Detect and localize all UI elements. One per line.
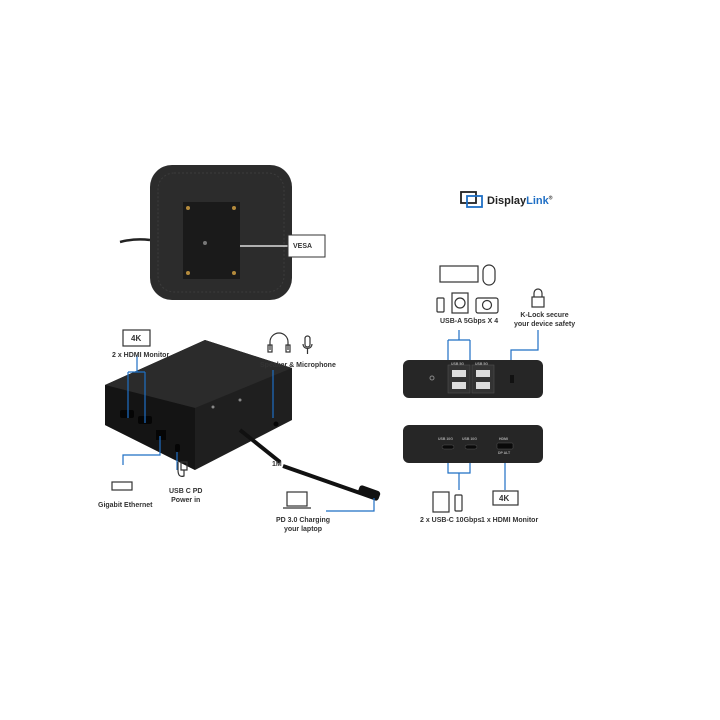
lock-label-line: K-Lock secure — [520, 312, 569, 319]
lock-label: K-Lock secure your device safety — [514, 311, 575, 329]
microphone-icon — [304, 335, 311, 348]
headphones-icon — [269, 332, 289, 350]
hdmi-port-label: HDMI — [499, 437, 508, 441]
cable-length: 1M — [272, 461, 282, 468]
logo-text: Link — [526, 195, 549, 207]
monitor-4k-icon — [122, 329, 151, 347]
cable — [119, 238, 151, 244]
displaylink-logo-icon — [460, 191, 483, 208]
usb-stick-icon — [454, 494, 463, 512]
power-label-line: USB C PD — [169, 488, 203, 495]
ethernet-port-icon — [111, 481, 133, 491]
ethernet-label: Gigabit Ethernet — [98, 502, 153, 509]
hard-drive-icon — [451, 292, 469, 314]
vesa-plate — [183, 202, 240, 279]
hdmi-label: 2 x HDMI Monitor — [112, 352, 170, 359]
usb-c-port-label: USB 10G — [462, 437, 477, 441]
badge-4k: 4K — [499, 494, 510, 503]
vesa-label-box — [287, 234, 326, 258]
logo-mark: ® — [548, 195, 553, 202]
dock-back-view — [403, 425, 543, 463]
charging-label-line: PD 3.0 Charging — [276, 517, 331, 524]
power-adapter-icon — [177, 461, 188, 477]
logo-text: Display — [487, 195, 527, 207]
usb-c-port-label: USB 10G — [438, 437, 453, 441]
badge-4k: 4K — [131, 334, 142, 343]
power-label: USB C PD Power in — [169, 487, 202, 505]
audio-label: Speaker & Microphone — [260, 362, 336, 369]
laptop-icon — [286, 491, 308, 507]
camera-icon — [475, 297, 499, 314]
monitor-4k-icon — [492, 490, 519, 506]
usb-stick-icon — [436, 297, 445, 313]
lock-icon — [531, 296, 545, 308]
usb-a-port-label: USB 5G — [475, 362, 489, 366]
keyboard-icon — [439, 265, 479, 283]
usb-a-port-label: USB 5G — [451, 362, 465, 366]
lock-label-line: your device safety — [514, 321, 576, 328]
usb-a-label: USB-A 5Gbps X 4 — [440, 318, 499, 325]
power-label-line: Power in — [171, 497, 201, 504]
usb-c-label: 2 x USB-C 10Gbps — [420, 517, 482, 524]
vesa-label: VESA — [293, 243, 313, 250]
charging-label-line: your laptop — [283, 526, 323, 533]
back-hdmi-label: 1 x HDMI Monitor — [481, 517, 539, 524]
charging-label: PD 3.0 Charging your laptop — [276, 516, 330, 534]
hdmi-port-sublabel: DP ALT — [498, 451, 511, 455]
displaylink-logo: DisplayLink® — [487, 195, 552, 207]
mouse-icon — [482, 264, 496, 286]
ssd-icon — [432, 491, 450, 513]
